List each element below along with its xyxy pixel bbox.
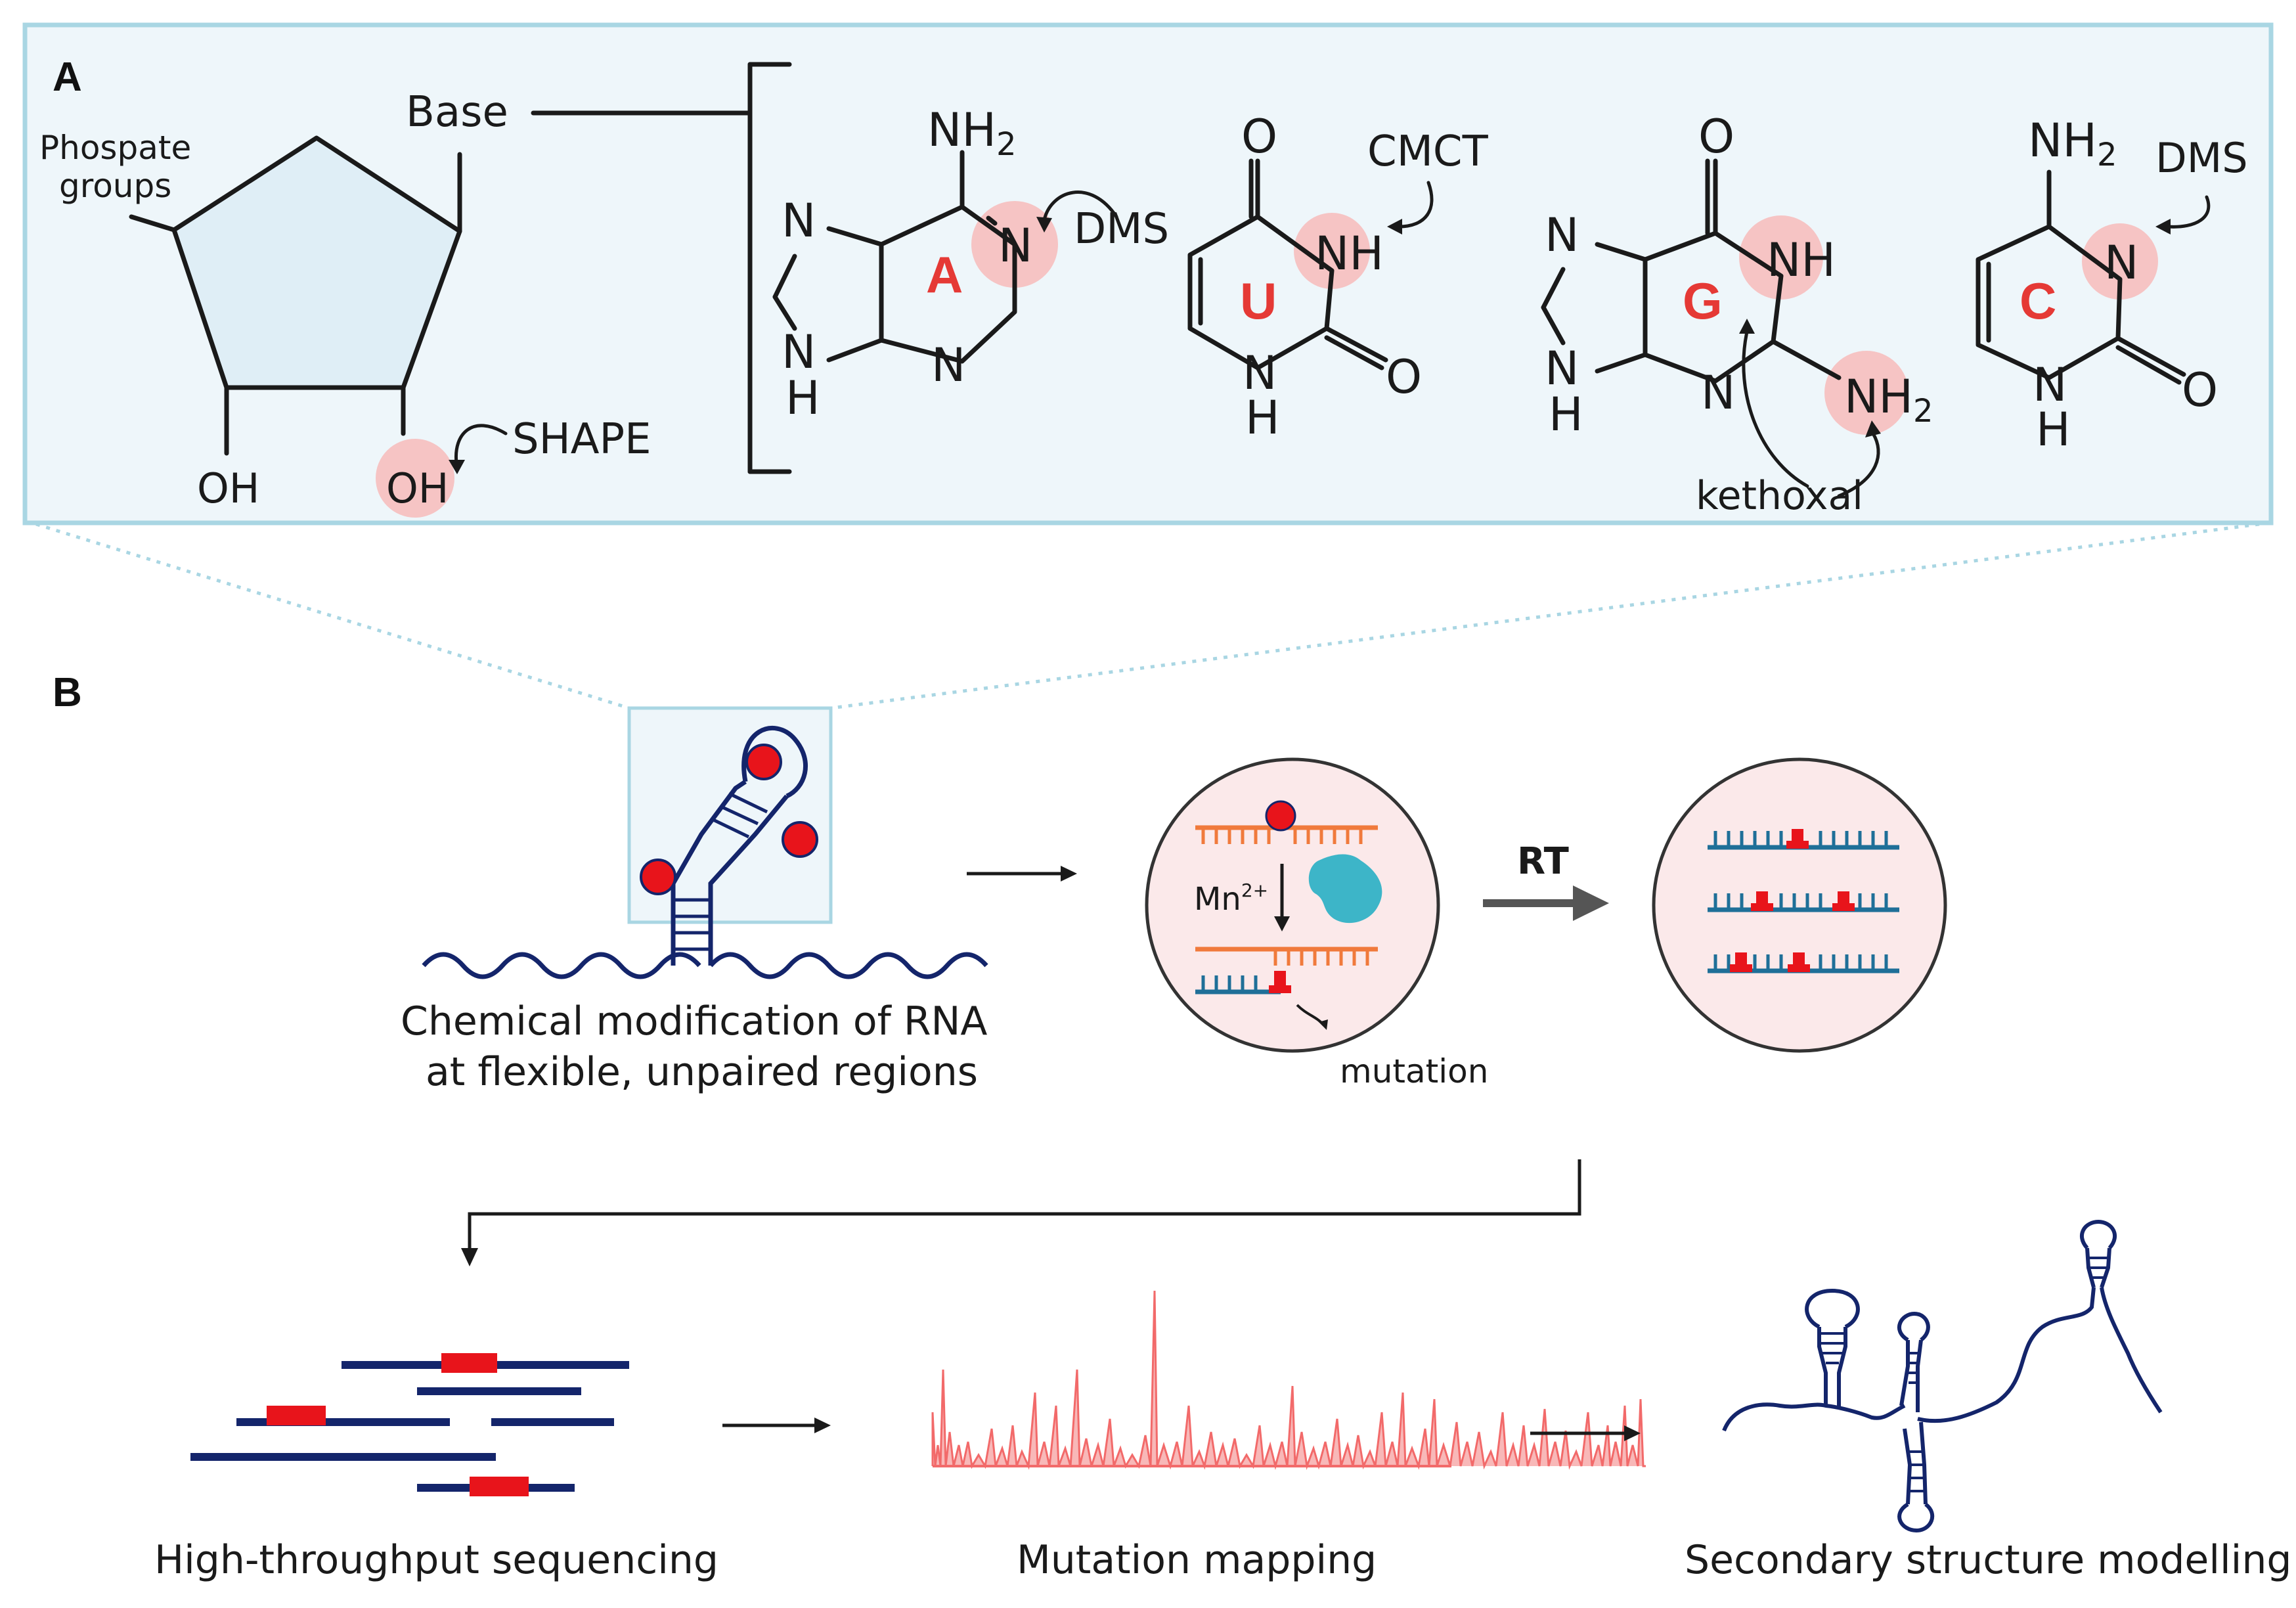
phosphate-label-line1: Phospate <box>39 129 191 167</box>
uracil-letter: U <box>1240 272 1277 330</box>
guanine-n7: N <box>1545 208 1579 262</box>
guanine-o6: O <box>1698 110 1734 164</box>
adenine-n7: N <box>782 194 816 248</box>
adenine-letter: A <box>926 246 963 303</box>
cytosine-n3-highlight <box>2082 223 2158 300</box>
uracil-n3-highlight <box>1294 213 1370 289</box>
cytosine-o2: O <box>2182 363 2218 417</box>
cdna-circle <box>1652 757 1947 1053</box>
uracil-structure: O NH O N H U CMCT <box>1187 110 1489 445</box>
ribose-sugar: Phospate groups Base OH OH SHAPE <box>39 88 753 518</box>
panel-a-letter: A <box>53 55 82 100</box>
panel-b-letter: B <box>53 670 82 715</box>
uracil-o4: O <box>1241 110 1277 164</box>
arrow <box>1530 1425 1641 1441</box>
uracil-h1: H <box>1245 391 1280 445</box>
guanine-nh2: NH2 <box>1844 370 1933 430</box>
rt-mutation-circle: Mn2+ <box>1145 757 1440 1053</box>
mutation-profile <box>931 1290 1646 1470</box>
rt-arrow: RT <box>1483 840 1609 921</box>
guanine-n9: N <box>1545 342 1579 395</box>
sequencing-reads <box>190 1353 629 1496</box>
adenine-reagent: DMS <box>1074 205 1169 254</box>
uracil-reagent: CMCT <box>1367 127 1489 176</box>
adenine-n1: N <box>998 219 1032 273</box>
phosphate-label-line2: groups <box>59 167 171 205</box>
mutation-mapping-caption: Mutation mapping <box>1017 1537 1377 1583</box>
guanine-structure: N N H O NH N NH2 G kethoxal <box>1541 110 1933 519</box>
modification-dot <box>745 744 782 780</box>
uracil-o2: O <box>1386 350 1422 404</box>
adenine-n9: N <box>782 325 816 379</box>
adenine-n3: N <box>931 338 965 392</box>
modification-dot <box>1265 800 1296 832</box>
guanine-n3: N <box>1701 366 1735 420</box>
guanine-n1-highlight <box>1739 215 1823 300</box>
cytosine-n3: N <box>2104 236 2138 290</box>
zoom-line-right <box>830 522 2260 710</box>
enzyme-icon <box>1308 854 1382 924</box>
uracil-n1: N <box>1243 346 1277 400</box>
shape-reagent-label: SHAPE <box>512 415 651 464</box>
arrow <box>967 866 1077 882</box>
modified-rna-hairpin <box>422 706 988 979</box>
cytosine-n1: N <box>2033 358 2067 412</box>
guanine-nh1: NH <box>1767 233 1836 287</box>
oh-right: OH <box>386 464 449 512</box>
oh-highlight <box>376 439 454 518</box>
cytosine-h1: H <box>2036 403 2071 457</box>
guanine-h9: H <box>1549 388 1583 441</box>
modification-dot <box>782 821 818 858</box>
rt-label: RT <box>1517 840 1569 883</box>
mutation-label: mutation <box>1340 1052 1488 1090</box>
adenine-h9: H <box>785 371 820 425</box>
adenine-nh2: NH2 <box>927 103 1017 163</box>
structure-caption: Secondary structure modelling <box>1685 1537 2291 1583</box>
modification-caption-line1: Chemical modification of RNA <box>401 998 987 1044</box>
panel-b: B Chemical modification of RNA at flexib… <box>53 670 2291 1583</box>
arrow <box>722 1418 831 1433</box>
sequencing-caption: High-throughput sequencing <box>154 1537 718 1583</box>
zoom-line-left <box>35 522 630 710</box>
panel-a: A Phospate groups Base OH OH SHAPE <box>22 22 2274 525</box>
flow-connector <box>461 1159 1581 1266</box>
cytosine-reagent: DMS <box>2155 134 2248 182</box>
modification-dot <box>640 859 676 895</box>
cytosine-letter: C <box>2020 272 2056 330</box>
uracil-nh3: NH <box>1315 227 1384 280</box>
secondary-structure <box>1722 1219 2163 1533</box>
guanine-letter: G <box>1683 272 1723 330</box>
modification-caption-line2: at flexible, unpaired regions <box>426 1049 978 1095</box>
bracket <box>747 62 792 474</box>
guanine-n2-highlight <box>1824 351 1909 435</box>
adenine-structure: N N H N N NH2 A DMS <box>772 103 1169 425</box>
cytosine-structure: NH2 N O N H C DMS <box>1976 114 2248 457</box>
oh-left: OH <box>197 464 259 512</box>
base-label: Base <box>406 88 508 137</box>
guanine-reagent: kethoxal <box>1696 473 1863 519</box>
mn-label: Mn2+ <box>1194 880 1268 918</box>
cytosine-nh2: NH2 <box>2028 114 2117 173</box>
